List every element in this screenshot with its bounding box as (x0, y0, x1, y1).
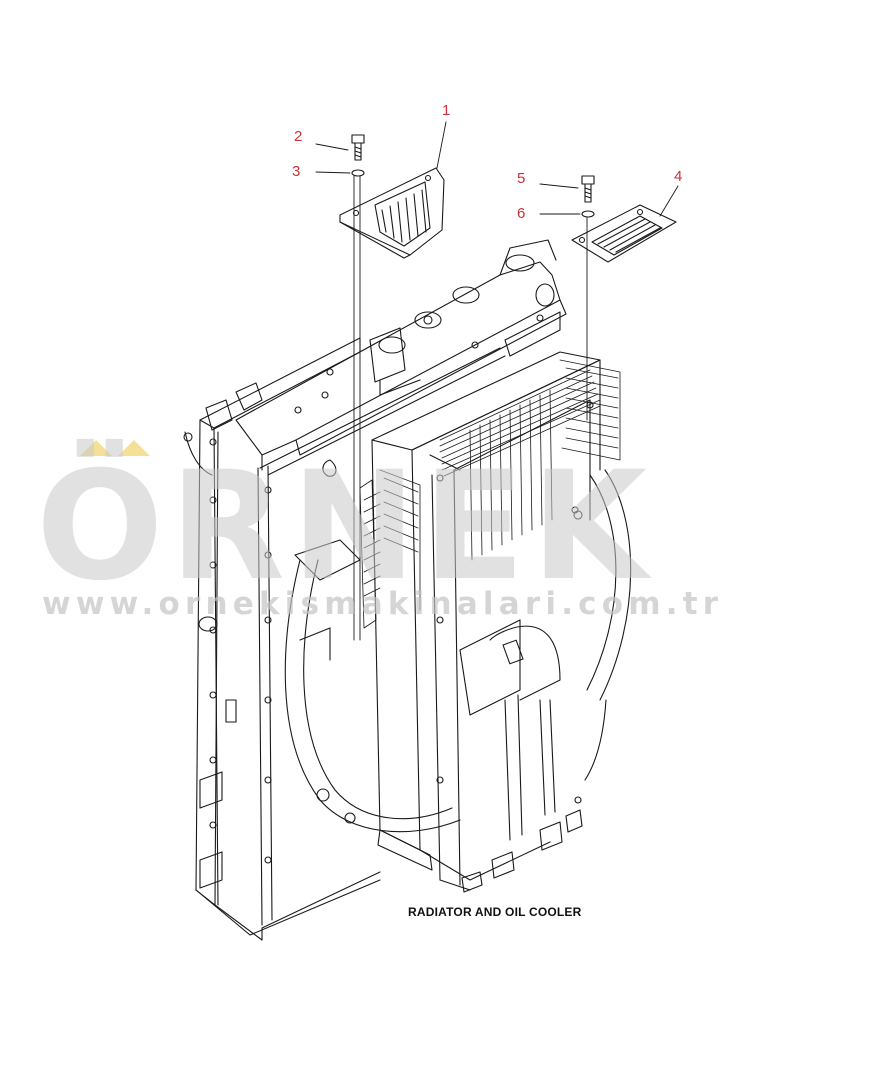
oil-cooler-fins (359, 359, 621, 629)
callout-3: 3 (292, 163, 301, 180)
cover-part-1 (339, 167, 445, 259)
watermark-accent-right (118, 440, 150, 456)
radiator-frame (183, 337, 506, 941)
fan-shroud (284, 469, 632, 833)
bolt-part-2 (351, 134, 365, 161)
watermark-accent-left (80, 440, 112, 456)
top-tank (235, 239, 567, 477)
callout-4: 4 (674, 168, 683, 185)
callout-5: 5 (517, 170, 526, 187)
diagram-caption: RADIATOR AND OIL COOLER (408, 905, 582, 919)
bolt-part-5 (581, 175, 595, 203)
watermark-brand: ÖRNEK (36, 440, 654, 614)
watermark-url: www.ornekismakinalari.com.tr (42, 586, 724, 622)
washer-part-3 (351, 169, 365, 177)
oil-cooler-core (371, 351, 601, 893)
cover-part-4 (571, 204, 677, 263)
callout-2: 2 (294, 128, 303, 145)
callout-6: 6 (517, 205, 526, 222)
washer-part-6 (581, 210, 595, 218)
callout-1: 1 (442, 102, 451, 119)
